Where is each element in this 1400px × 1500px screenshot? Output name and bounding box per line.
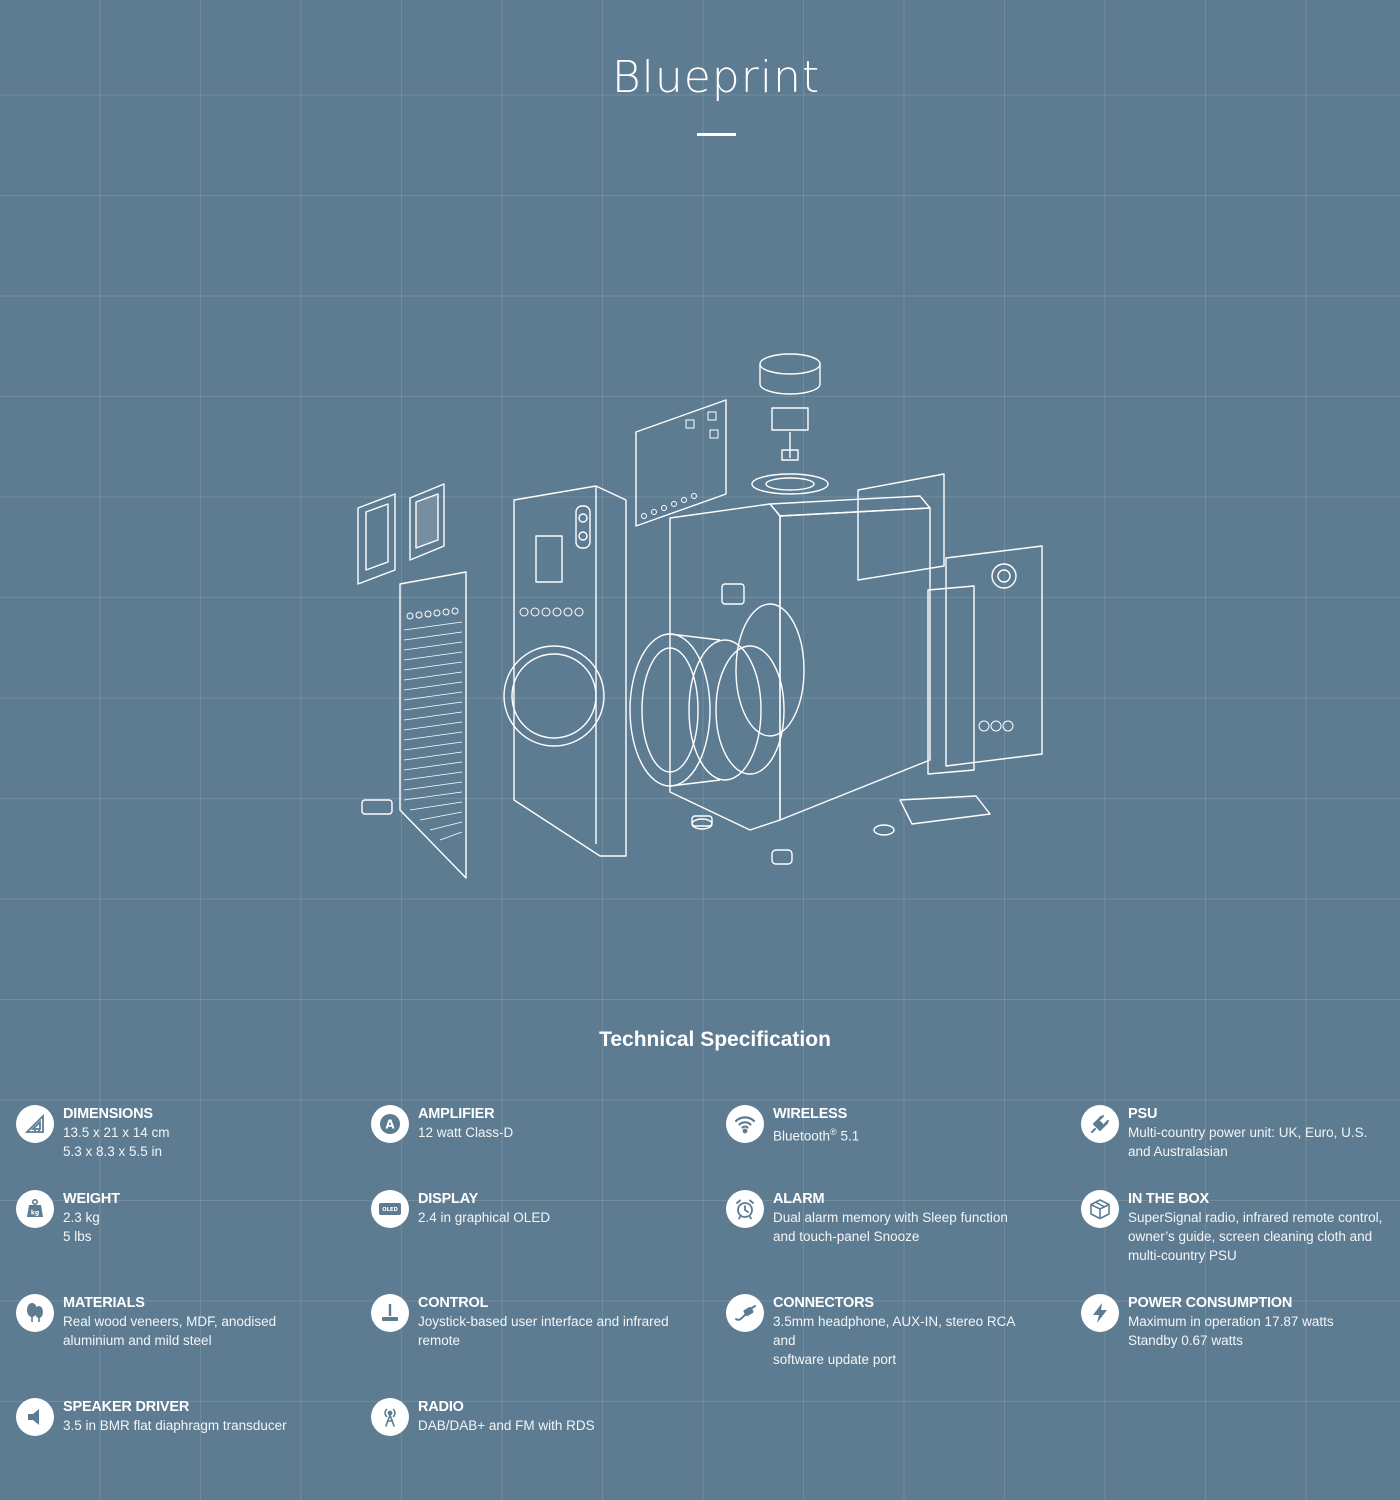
spec-name: WIRELESS — [773, 1106, 848, 1122]
registered-mark: ® — [830, 1127, 837, 1137]
spec-value: Real wood veneers, MDF, anodised — [63, 1314, 277, 1329]
exploded-radio-illustration — [357, 353, 1043, 879]
lightning-icon — [1081, 1294, 1119, 1332]
spec-value: and touch-panel Snooze — [773, 1229, 920, 1244]
cable-connector-icon — [726, 1294, 764, 1332]
spec-value: 13.5 x 21 x 14 cm — [63, 1125, 170, 1140]
spec-value: 5 lbs — [63, 1229, 92, 1244]
radio-tower-icon — [371, 1398, 409, 1436]
spec-name: CONTROL — [418, 1295, 489, 1311]
section-heading: Technical Specification — [599, 1028, 831, 1051]
main-body-housing — [669, 495, 931, 831]
circuit-board-top — [635, 399, 727, 527]
front-grille-panel — [399, 571, 467, 879]
speaker-driver-part — [629, 633, 785, 787]
spec-name: RADIO — [418, 1399, 464, 1415]
weight-icon-label: kg — [31, 1210, 39, 1217]
spec-value: aluminium and mild steel — [63, 1333, 212, 1348]
spec-value: 12 watt Class-D — [418, 1125, 514, 1140]
spec-value: Standby 0.67 watts — [1128, 1333, 1243, 1348]
oled-icon-label: OLED — [382, 1207, 398, 1213]
spec-value: 3.5 in BMR flat diaphragm transducer — [63, 1418, 287, 1433]
spec-name: POWER CONSUMPTION — [1128, 1295, 1293, 1311]
spec-name: MATERIALS — [63, 1295, 145, 1311]
spec-name: IN THE BOX — [1128, 1191, 1209, 1207]
amplifier-icon-letter: A — [385, 1118, 395, 1132]
spec-value: Dual alarm memory with Sleep function — [773, 1210, 1008, 1225]
alarm-clock-icon — [726, 1190, 764, 1228]
spec-value: 2.3 kg — [63, 1210, 100, 1225]
spec-value: and — [773, 1333, 796, 1348]
spec-value: owner’s guide, screen cleaning cloth and — [1128, 1229, 1373, 1244]
spec-value: 5.3 x 8.3 x 5.5 in — [63, 1144, 163, 1159]
spec-name: DIMENSIONS — [63, 1106, 153, 1122]
spec-value-version: 5.1 — [840, 1128, 860, 1144]
spec-value: Bluetooth® 5.1 — [773, 1123, 1113, 1146]
joystick-icon — [371, 1294, 409, 1332]
spec-name: WEIGHT — [63, 1191, 120, 1207]
spec-value: Multi-country power unit: UK, Euro, U.S. — [1128, 1125, 1368, 1140]
spec-name: DISPLAY — [418, 1191, 479, 1207]
spec-value: Maximum in operation 17.87 watts — [1128, 1314, 1334, 1329]
front-frame — [503, 485, 627, 857]
weight-kg-icon: kg — [16, 1190, 54, 1228]
spec-name: ALARM — [773, 1191, 825, 1207]
spec-name: PSU — [1128, 1106, 1158, 1122]
oled-icon: OLED — [371, 1190, 409, 1228]
page-title: Blueprint — [611, 52, 821, 103]
oled-display-parts — [357, 483, 445, 585]
spec-value: 2.4 in graphical OLED — [418, 1210, 551, 1225]
wifi-icon — [726, 1105, 764, 1143]
spec-name: AMPLIFIER — [418, 1106, 495, 1122]
rotary-knob-stack — [751, 353, 829, 495]
spec-name: CONNECTORS — [773, 1295, 874, 1311]
spec-value: remote — [418, 1333, 461, 1348]
plug-icon — [1081, 1105, 1119, 1143]
spec-name: SPEAKER DRIVER — [63, 1399, 190, 1415]
spec-value: multi-country PSU — [1128, 1248, 1237, 1263]
spec-value: DAB/DAB+ and FM with RDS — [418, 1418, 595, 1433]
trees-icon — [16, 1294, 54, 1332]
set-square-icon — [16, 1105, 54, 1143]
box-icon — [1081, 1190, 1119, 1228]
spec-value: 3.5mm headphone, AUX-IN, stereo RCA — [773, 1314, 1016, 1329]
spec-value: SuperSignal radio, infrared remote contr… — [1128, 1210, 1383, 1225]
speaker-icon — [16, 1398, 54, 1436]
spec-value: software update port — [773, 1352, 897, 1367]
spec-value: and Australasian — [1128, 1144, 1228, 1159]
title-underline — [697, 133, 736, 136]
rubber-feet — [691, 795, 991, 865]
amplifier-a-icon: A — [371, 1105, 409, 1143]
spec-value: Joystick-based user interface and infrar… — [418, 1314, 669, 1329]
spec-value-text: Bluetooth — [773, 1128, 831, 1144]
circuit-board-side — [857, 473, 1043, 775]
